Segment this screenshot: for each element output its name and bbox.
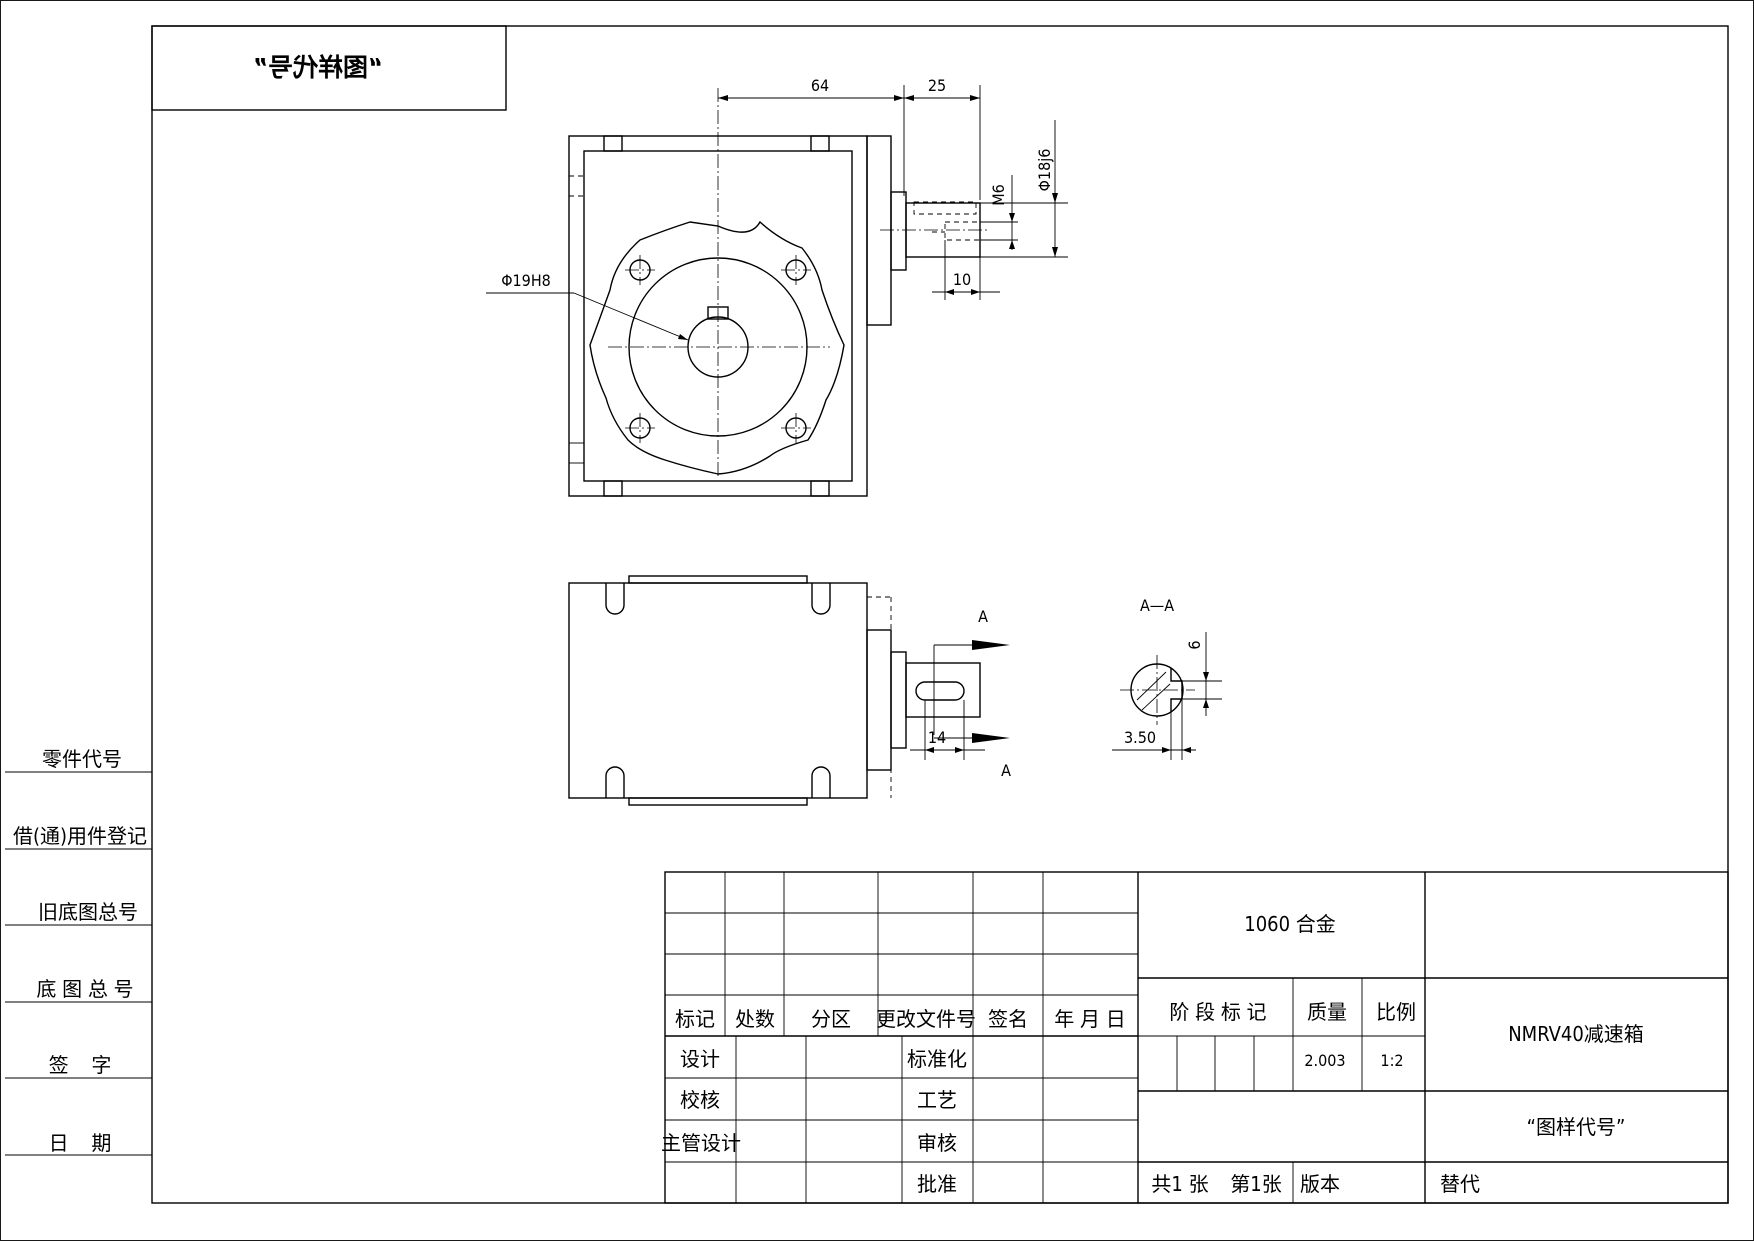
dim-3-50: 3.50 — [1124, 728, 1156, 747]
hdr-change-doc: 更改文件号 — [876, 1007, 976, 1031]
scale-label: 比例 — [1376, 1000, 1416, 1024]
dim-6: 6 — [1185, 640, 1204, 649]
section-arrow-bottom-label: A — [1001, 761, 1011, 780]
label-review: 审核 — [917, 1131, 957, 1155]
side-label-old-base: 旧底图总号 — [38, 900, 138, 924]
sheets-total: 共1 张 — [1151, 1172, 1208, 1196]
dim-shaft-diameter: Φ18j6 — [1035, 149, 1054, 192]
side-column: 零件代号 借(通)用件登记 旧底图总号 底 图 总 号 签 字 日 期 — [5, 747, 152, 1156]
label-approve: 批准 — [917, 1172, 957, 1196]
drawing-code: “图样代号” — [1527, 1115, 1626, 1139]
side-label-base-total: 底 图 总 号 — [36, 977, 133, 1001]
label-chief: 主管设计 — [661, 1131, 741, 1155]
material: 1060 合金 — [1244, 912, 1336, 936]
section-aa: A—A 6 3.50 — [1112, 596, 1222, 760]
side-label-date: 日 期 — [49, 1131, 112, 1155]
mass-value: 2.003 — [1304, 1051, 1345, 1070]
stage-label: 阶 段 标 记 — [1169, 1000, 1266, 1024]
side-view: A A 14 — [568, 575, 1011, 806]
dim-bore-diameter: Φ19H8 — [501, 271, 551, 290]
hdr-signature: 签名 — [988, 1007, 1028, 1031]
hdr-date: 年 月 日 — [1054, 1007, 1125, 1031]
front-view — [568, 88, 990, 497]
replace-label: 替代 — [1440, 1172, 1480, 1196]
section-title: A—A — [1140, 596, 1174, 615]
hdr-zone: 分区 — [811, 1007, 851, 1031]
hdr-mark: 标记 — [675, 1007, 715, 1031]
sheet-number: 第1张 — [1230, 1172, 1281, 1196]
part-name: NMRV40减速箱 — [1508, 1022, 1644, 1046]
section-arrow-top-label: A — [978, 607, 988, 626]
dim-25: 25 — [928, 76, 946, 95]
side-label-part-code: 零件代号 — [42, 747, 122, 771]
label-standard: 标准化 — [907, 1047, 967, 1071]
dim-14: 14 — [928, 728, 946, 747]
mirrored-code-box: “图样代号” — [151, 25, 507, 111]
label-design: 设计 — [680, 1047, 720, 1071]
front-dimensions: 64 25 Φ18j6 M6 10 Φ19H8 — [486, 76, 1068, 341]
side-label-sign: 签 字 — [49, 1053, 112, 1077]
mirrored-code-text: “图样代号” — [253, 53, 383, 82]
dim-64: 64 — [811, 76, 829, 95]
mass-label: 质量 — [1307, 1000, 1347, 1024]
dim-thread: M6 — [989, 184, 1008, 206]
scale-value: 1:2 — [1380, 1051, 1403, 1070]
dim-10: 10 — [953, 270, 971, 289]
hdr-count: 处数 — [735, 1007, 775, 1031]
label-check: 校核 — [680, 1088, 720, 1112]
version-label: 版本 — [1300, 1172, 1340, 1196]
title-block — [664, 871, 1729, 1204]
side-label-borrowed: 借(通)用件登记 — [13, 824, 147, 848]
label-process: 工艺 — [917, 1088, 957, 1112]
title-block-text: 标记 处数 分区 更改文件号 签名 年 月 日 设计 校核 主管设计 标准化 工… — [661, 912, 1644, 1196]
